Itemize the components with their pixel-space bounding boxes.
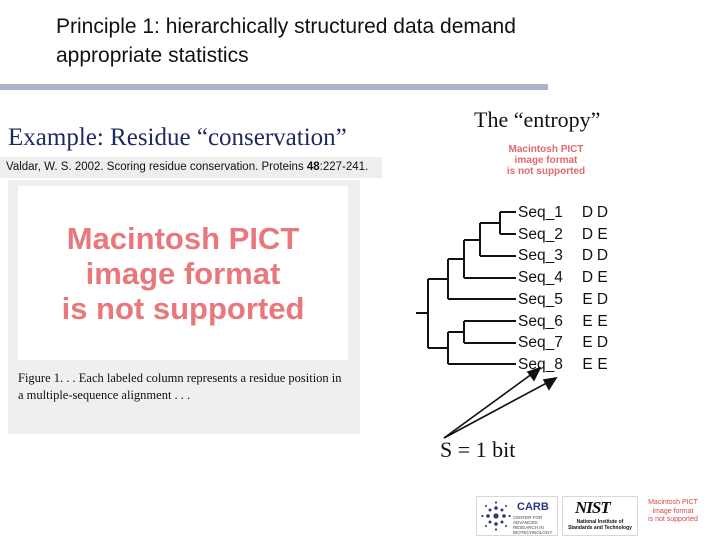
placeholder-line-3: is not supported bbox=[648, 516, 698, 524]
sequence-name: Seq_1 bbox=[518, 204, 563, 221]
carb-name: CARB bbox=[517, 501, 549, 513]
residue-col-1: E bbox=[582, 334, 593, 352]
slide-title: Principle 1: hierarchically structured d… bbox=[56, 15, 516, 67]
placeholder-line-1: Macintosh PICT bbox=[508, 143, 584, 155]
residue-col-1: E bbox=[582, 290, 593, 308]
alignment-row: Seq_3 D D bbox=[518, 245, 610, 267]
residue-col-2: D bbox=[596, 247, 609, 265]
placeholder-line-2: image format bbox=[652, 507, 694, 515]
residue-col-1: D bbox=[581, 204, 594, 221]
placeholder-line-2: image format bbox=[85, 255, 281, 291]
tree-branches bbox=[416, 211, 516, 365]
carb-dots-icon bbox=[481, 501, 511, 531]
nist-logo: NIST National Institute of Standards and… bbox=[562, 496, 638, 536]
alignment-row: Seq_1 D D bbox=[518, 202, 610, 224]
residue-col-2: D bbox=[596, 290, 609, 308]
residue-col-2: E bbox=[597, 355, 608, 373]
example-heading: Example: Residue “conservation” bbox=[8, 124, 347, 151]
title-divider bbox=[0, 84, 548, 90]
pointer-arrows bbox=[443, 366, 558, 439]
residue-col-2: E bbox=[597, 312, 608, 330]
residue-col-1: E bbox=[582, 355, 593, 373]
citation-text: Valdar, W. S. 2002. Scoring residue cons… bbox=[6, 161, 307, 173]
sequence-name: Seq_5 bbox=[518, 290, 563, 308]
sequence-name: Seq_2 bbox=[518, 225, 563, 243]
placeholder-line-2: image format bbox=[514, 154, 578, 166]
alignment-row: Seq_8 E E bbox=[518, 354, 610, 376]
alignment-row: Seq_2 D E bbox=[518, 224, 610, 246]
residue-col-1: D bbox=[581, 247, 594, 265]
placeholder-line-1: Macintosh PICT bbox=[66, 220, 300, 256]
placeholder-line-1: Macintosh PICT bbox=[648, 499, 698, 507]
nist-subtitle: National Institute of Standards and Tech… bbox=[568, 519, 632, 531]
figure-image-placeholder: Macintosh PICT image format is not suppo… bbox=[18, 186, 348, 360]
alignment-row: Seq_7 E D bbox=[518, 332, 610, 354]
sequence-alignment: Seq_1 D D Seq_2 D E Seq_3 D D Seq_4 D E … bbox=[518, 202, 610, 376]
entropy-formula-placeholder: Macintosh PICT image format is not suppo… bbox=[485, 142, 607, 178]
alignment-row: Seq_5 E D bbox=[518, 289, 610, 311]
citation-volume: 48 bbox=[306, 161, 320, 173]
carb-logo: CARB CENTER FOR ADVANCED RESEARCH IN BIO… bbox=[476, 496, 558, 536]
entropy-heading: The “entropy” bbox=[474, 107, 601, 132]
nist-name: NIST bbox=[575, 498, 611, 517]
entropy-result: S = 1 bit bbox=[440, 437, 516, 462]
placeholder-line-3: is not supported bbox=[61, 290, 305, 326]
residue-col-1: D bbox=[581, 225, 594, 243]
sequence-name: Seq_6 bbox=[518, 312, 563, 330]
residue-col-2: D bbox=[596, 334, 609, 352]
alignment-row: Seq_6 E E bbox=[518, 311, 610, 333]
residue-col-1: D bbox=[581, 269, 594, 287]
phylogenetic-tree bbox=[416, 211, 558, 439]
residue-col-2: E bbox=[597, 269, 608, 287]
carb-subtitle: CENTER FOR ADVANCED RESEARCH IN BIOTECHN… bbox=[513, 515, 553, 535]
citation: Valdar, W. S. 2002. Scoring residue cons… bbox=[0, 157, 382, 178]
residue-col-2: D bbox=[596, 204, 609, 221]
placeholder-line-3: is not supported bbox=[506, 165, 586, 177]
residue-col-2: E bbox=[597, 225, 608, 243]
residue-col-1: E bbox=[582, 312, 593, 330]
figure-caption: Figure 1. . . Each labeled column repres… bbox=[18, 371, 342, 402]
alignment-row: Seq_4 D E bbox=[518, 267, 610, 289]
sequence-name: Seq_7 bbox=[518, 334, 563, 352]
citation-pages: :227-241. bbox=[319, 161, 369, 173]
sequence-name: Seq_8 bbox=[518, 355, 563, 373]
logo-image-placeholder: Macintosh PICT image format is not suppo… bbox=[646, 494, 700, 530]
sequence-name: Seq_3 bbox=[518, 247, 563, 265]
sequence-name: Seq_4 bbox=[518, 269, 563, 287]
